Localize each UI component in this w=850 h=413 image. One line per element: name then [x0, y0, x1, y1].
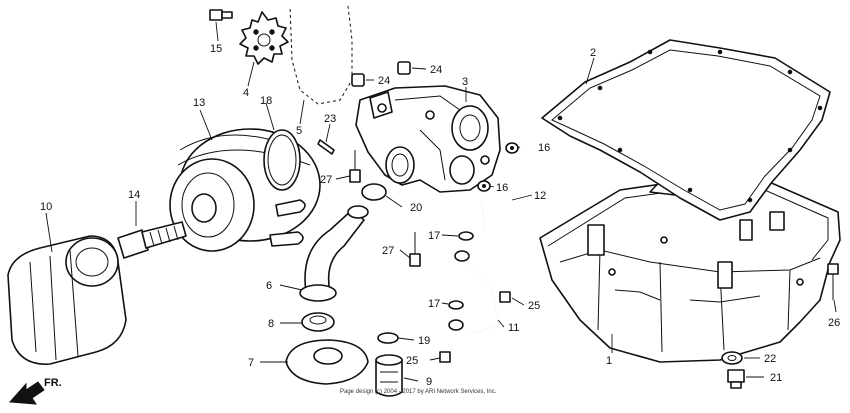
callout-17b: 17: [428, 298, 440, 310]
callout-2: 2: [590, 47, 596, 59]
callout-19: 19: [418, 335, 430, 347]
oil-pipe-12: [481, 160, 513, 231]
strainer-seal: [301, 312, 335, 332]
callout-5: 5: [296, 125, 302, 137]
oil-pipe-11: [448, 250, 501, 335]
callout-3: 3: [462, 76, 468, 88]
callout-6: 6: [266, 280, 272, 292]
washer-16b: [477, 180, 491, 192]
dowel-pin-24a: [351, 73, 365, 87]
callout-21: 21: [770, 372, 782, 384]
callout-26: 26: [828, 317, 840, 329]
o-ring-18: [263, 129, 301, 191]
copyright-notice: Page design (c) 2004 - 2017 by ARI Netwo…: [340, 389, 497, 395]
bolt-26: [827, 263, 839, 300]
leader-lines: [45, 21, 837, 382]
callout-11: 11: [508, 322, 519, 334]
callout-10: 10: [40, 201, 52, 213]
callout-27a: 27: [320, 174, 332, 186]
washer-16a: [505, 142, 519, 154]
callout-18: 18: [260, 95, 272, 107]
callout-25a: 25: [528, 300, 540, 312]
washer-22: [721, 351, 743, 365]
callout-17a: 17: [428, 230, 440, 242]
callout-1: 1: [606, 355, 612, 367]
callout-16b: 16: [496, 182, 508, 194]
callout-22: 22: [764, 353, 776, 365]
callout-16a: 16: [538, 142, 550, 154]
center-bolt: [117, 221, 187, 259]
front-label: FR.: [44, 377, 62, 389]
callout-20: 20: [410, 202, 422, 214]
callout-14: 14: [128, 189, 140, 201]
pump-sprocket: [239, 11, 289, 65]
dowel-pin-24b: [397, 61, 411, 75]
pressure-relief-valve: [375, 354, 403, 397]
oil-pump: [355, 85, 501, 193]
callout-25b: 25: [406, 355, 418, 367]
callout-7: 7: [248, 357, 254, 369]
callout-24a: 24: [378, 75, 390, 87]
washer-17a: [458, 231, 474, 241]
callout-numbers: 1 2 3 4 5 6 7 8 9 10 11 12 13 14 15 16 1…: [40, 43, 840, 388]
oil-filter: [7, 235, 127, 365]
oil-strainer-pipe: [299, 205, 369, 302]
callout-24b: 24: [430, 64, 442, 76]
oil-pan-gasket: [541, 39, 831, 221]
callout-13: 13: [193, 97, 205, 109]
pin-23: [317, 139, 335, 155]
o-ring-19: [377, 332, 399, 344]
callout-9: 9: [426, 376, 432, 388]
callout-12: 12: [534, 190, 546, 202]
callout-8: 8: [268, 318, 274, 330]
front-arrow: FR.: [8, 377, 62, 405]
strainer-plate: [285, 339, 369, 385]
bolt-27a: [349, 150, 361, 183]
bolt-15: [209, 9, 233, 21]
o-ring-20: [361, 183, 387, 201]
callout-23: 23: [324, 113, 336, 125]
washer-17b: [448, 300, 464, 310]
drive-chain: [289, 5, 353, 106]
callout-27b: 27: [382, 245, 394, 257]
bolt-25b: [439, 351, 451, 363]
drain-bolt-21: [727, 369, 745, 389]
callout-15: 15: [210, 43, 222, 55]
bolt-25a: [499, 291, 511, 303]
bolt-27b: [409, 232, 421, 267]
callout-4: 4: [243, 87, 249, 99]
